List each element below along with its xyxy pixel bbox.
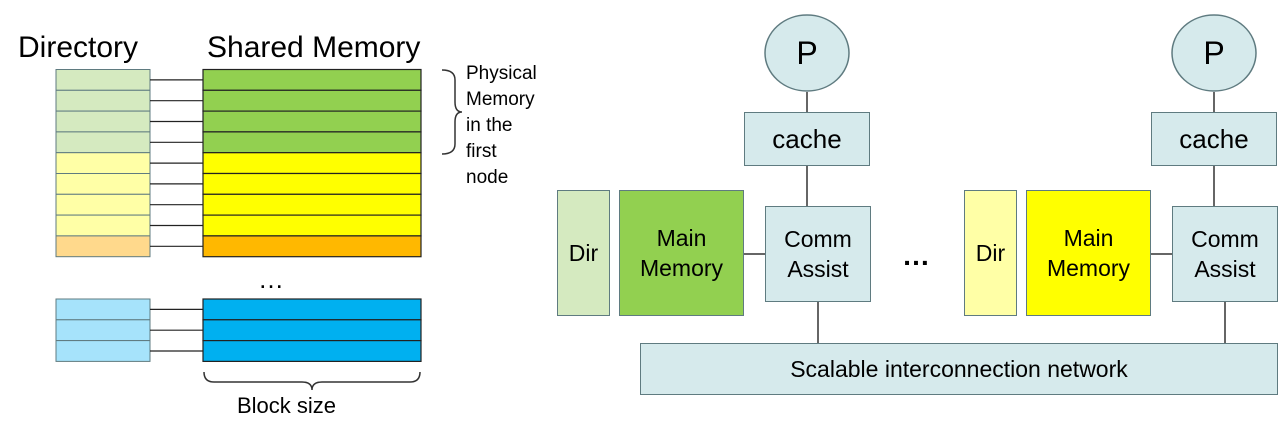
- main-memory-left: Main Memory: [619, 190, 744, 316]
- note-line: in the: [466, 115, 513, 136]
- memory-ellipsis: …: [258, 264, 284, 294]
- processor-left-shape: [764, 14, 850, 92]
- processor-right: P: [1203, 34, 1225, 71]
- first-node-brace: [441, 69, 463, 155]
- cache-right: cache: [1151, 112, 1277, 166]
- comm-assist-left: Comm Assist: [765, 206, 871, 302]
- dir-right: Dir: [964, 190, 1017, 316]
- note-line: first: [466, 141, 497, 162]
- block-size-brace: [203, 371, 421, 391]
- processor-left: P: [796, 34, 818, 71]
- shared-memory-label: Shared Memory: [207, 31, 421, 64]
- dir-left: Dir: [557, 190, 610, 316]
- directory-label: Directory: [18, 31, 139, 64]
- physical-memory-note: Physical Memory in the first node: [466, 61, 537, 191]
- main-memory-right: Main Memory: [1026, 190, 1151, 316]
- comm-assist-right: Comm Assist: [1172, 206, 1278, 302]
- note-line: Physical: [466, 63, 537, 84]
- interconnection-network: Scalable interconnection network: [640, 343, 1278, 395]
- nodes-ellipsis: …: [902, 240, 930, 271]
- cache-left: cache: [744, 112, 870, 166]
- block-size-label: Block size: [237, 393, 337, 418]
- note-line: node: [466, 167, 509, 188]
- processor-right-shape: [1171, 14, 1257, 92]
- note-line: Memory: [466, 89, 535, 110]
